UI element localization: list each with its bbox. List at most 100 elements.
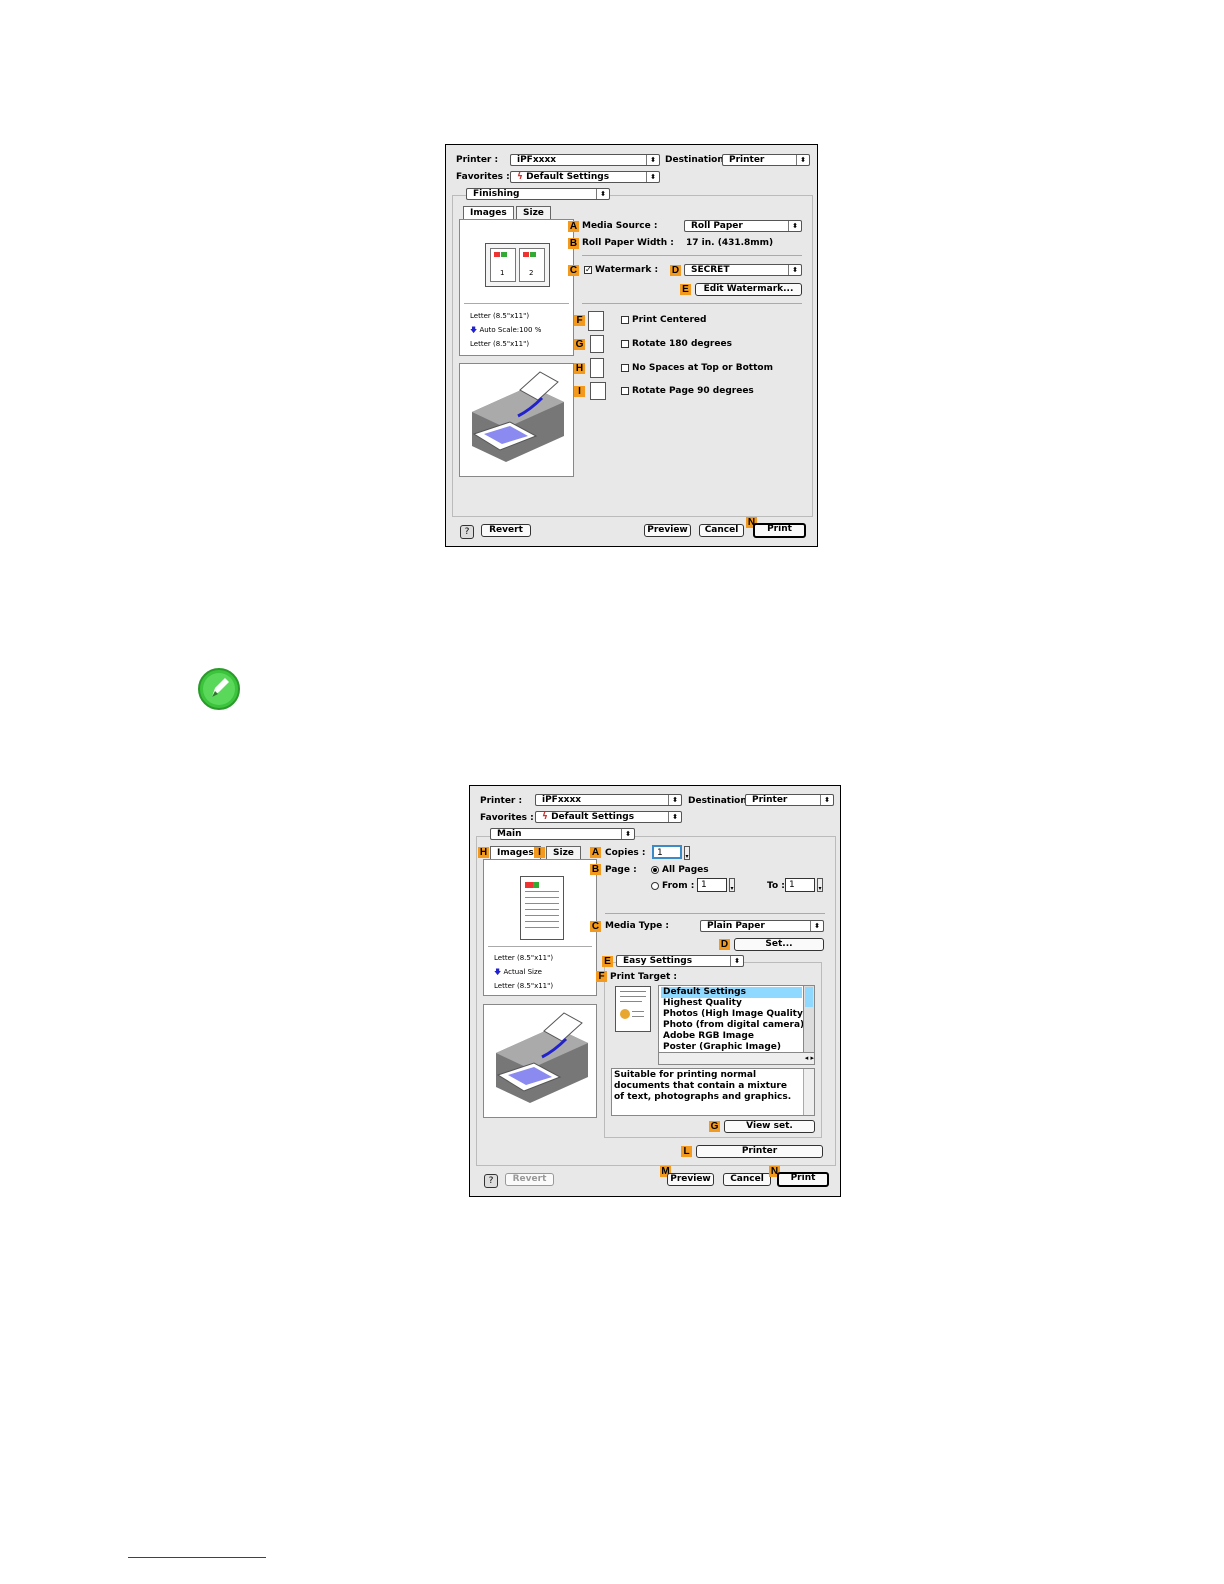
panel-popup[interactable]: Finishing⬍ [466, 188, 610, 200]
marker-m: M [660, 1166, 671, 1177]
preview-button[interactable]: Preview [644, 524, 691, 537]
rotate-90-icon [590, 382, 606, 400]
to-field[interactable]: 1 [785, 878, 815, 892]
watermark-popup[interactable]: SECRET⬍ [684, 264, 802, 276]
marker-n: N [769, 1166, 780, 1177]
print-button[interactable]: Print [753, 523, 806, 538]
media-source-label: Media Source : [582, 221, 658, 231]
printer-popup[interactable]: iPFxxxx⬍ [535, 794, 682, 806]
marker-c: C [590, 921, 601, 932]
mode-popup[interactable]: Easy Settings⬍ [616, 955, 744, 967]
rotate-90-label: Rotate Page 90 degrees [632, 386, 754, 396]
print-centered-label: Print Centered [632, 315, 707, 325]
to-label: To : [767, 881, 785, 891]
marker-i: I [574, 386, 585, 397]
printer-illustration [483, 1004, 597, 1118]
scale-info: 🡇 Auto Scale:100 % [470, 326, 542, 334]
marker-b: B [590, 864, 601, 875]
marker-e: E [602, 956, 613, 967]
popup-arrows-icon: ⬍ [730, 956, 743, 966]
view-set-button[interactable]: View set. [724, 1120, 815, 1133]
help-icon[interactable]: ? [460, 525, 474, 539]
list-item[interactable]: Highest Quality [663, 998, 742, 1008]
list-item[interactable]: Default Settings [661, 987, 802, 998]
destination-popup[interactable]: Printer⬍ [722, 154, 810, 166]
popup-arrows-icon: ⬍ [788, 265, 801, 275]
copies-label: Copies : [605, 848, 646, 858]
marker-l: L [681, 1146, 692, 1157]
revert-button[interactable]: Revert [481, 524, 531, 537]
revert-button[interactable]: Revert [505, 1173, 554, 1186]
output-size: Letter (8.5"x11") [470, 312, 530, 320]
popup-arrows-icon: ⬍ [646, 155, 659, 165]
settings-group [476, 836, 836, 1166]
print-button[interactable]: Print [777, 1172, 829, 1187]
popup-arrows-icon: ⬍ [621, 829, 634, 839]
marker-a: A [568, 221, 579, 232]
from-radio[interactable] [651, 882, 659, 890]
printer-popup[interactable]: iPFxxxx⬍ [510, 154, 660, 166]
cancel-button[interactable]: Cancel [723, 1173, 771, 1186]
panel-popup[interactable]: Main⬍ [490, 828, 635, 840]
help-icon[interactable]: ? [484, 1174, 498, 1188]
media-type-popup[interactable]: Plain Paper⬍ [700, 920, 824, 932]
favorites-label: Favorites : [480, 813, 534, 823]
printer-button[interactable]: Printer [696, 1145, 823, 1158]
printer-label: Printer : [480, 796, 523, 806]
watermark-checkbox[interactable]: ✓ [584, 265, 592, 274]
marker-h: H [574, 363, 585, 374]
layout-preview-panel: 1 2 Letter (8.5"x11") 🡇 Auto Scale:100 %… [459, 219, 574, 356]
to-stepper[interactable]: ▾ [817, 878, 823, 892]
vertical-scrollbar[interactable] [803, 1069, 814, 1115]
no-spaces-label: No Spaces at Top or Bottom [632, 363, 773, 373]
favorites-popup[interactable]: ϟ Default Settings⬍ [535, 811, 682, 823]
footer-rule [128, 1557, 266, 1558]
marker-d: D [670, 265, 681, 276]
media-source-popup[interactable]: Roll Paper⬍ [684, 220, 802, 232]
marker-a: A [590, 847, 601, 858]
copies-stepper[interactable]: ▾ [684, 846, 690, 860]
all-pages-radio[interactable] [651, 866, 659, 874]
list-item[interactable]: Adobe RGB Image [663, 1031, 754, 1041]
popup-arrows-icon: ⬍ [646, 172, 659, 182]
document-preview-icon [615, 986, 651, 1032]
cancel-button[interactable]: Cancel [699, 524, 744, 537]
preview-button[interactable]: Preview [667, 1173, 714, 1186]
marker-f: F [574, 315, 585, 326]
copies-field[interactable]: 1 [652, 845, 682, 859]
from-label: From : [662, 881, 695, 891]
destination-label: Destination : [688, 796, 754, 806]
favorites-popup[interactable]: ϟ Default Settings⬍ [510, 171, 660, 183]
list-item[interactable]: Photo (from digital camera) [663, 1020, 805, 1030]
set-button[interactable]: Set... [734, 938, 824, 951]
rotate-180-checkbox[interactable] [621, 340, 629, 348]
marker-d: D [719, 939, 730, 950]
destination-popup[interactable]: Printer⬍ [745, 794, 834, 806]
marker-f: F [596, 971, 607, 982]
favorites-label: Favorites : [456, 172, 510, 182]
page-thumbnail: 1 2 [485, 243, 550, 287]
no-spaces-checkbox[interactable] [621, 364, 629, 372]
rotate-180-icon [590, 335, 604, 353]
media-type-label: Media Type : [605, 921, 670, 931]
popup-arrows-icon: ⬍ [810, 921, 823, 931]
marker-i: I [534, 847, 545, 858]
from-field[interactable]: 1 [697, 878, 727, 892]
list-item[interactable]: Photos (High Image Quality) [663, 1009, 807, 1019]
print-target-list[interactable]: Default Settings Highest Quality Photos … [658, 985, 815, 1065]
from-stepper[interactable]: ▾ [729, 878, 735, 892]
popup-arrows-icon: ⬍ [596, 189, 609, 199]
tab-size[interactable]: Size [546, 846, 581, 859]
print-dialog-finishing: Printer : iPFxxxx⬍ Destination : Printer… [445, 144, 818, 547]
horizontal-scrollbar[interactable]: ◂ ▸ [659, 1052, 814, 1064]
vertical-scrollbar[interactable] [803, 986, 814, 1052]
edit-watermark-button[interactable]: Edit Watermark... [695, 283, 802, 296]
rotate-90-checkbox[interactable] [621, 387, 629, 395]
list-item[interactable]: Poster (Graphic Image) [663, 1042, 781, 1052]
tab-size[interactable]: Size [516, 206, 551, 219]
paper-size: Letter (8.5"x11") [470, 340, 530, 348]
tab-images[interactable]: Images [463, 206, 514, 219]
print-centered-checkbox[interactable] [621, 316, 629, 324]
destination-label: Destination : [665, 155, 731, 165]
paper-size: Letter (8.5"x11") [494, 982, 554, 990]
